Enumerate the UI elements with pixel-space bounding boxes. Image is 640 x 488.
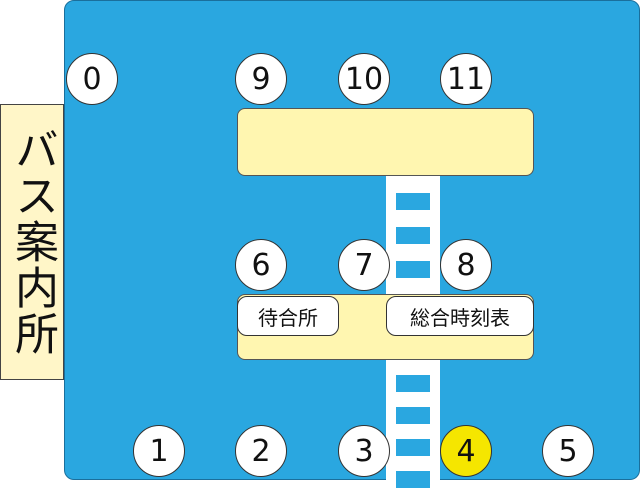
- timetable-label: 総合時刻表: [386, 296, 534, 336]
- crosswalk-stripe: [396, 193, 430, 210]
- bus-stop-4[interactable]: 4: [440, 425, 492, 477]
- bus-stop-2[interactable]: 2: [235, 425, 287, 477]
- bus-stop-10[interactable]: 10: [338, 53, 390, 105]
- bus-stop-8[interactable]: 8: [440, 239, 492, 291]
- bus-information-label: バス案内所: [7, 127, 58, 357]
- crosswalk-stripe: [396, 375, 430, 392]
- bus-stop-0[interactable]: 0: [66, 53, 118, 105]
- bus-stop-9[interactable]: 9: [235, 53, 287, 105]
- bus-stop-5[interactable]: 5: [542, 425, 594, 477]
- bus-information-sign: バス案内所: [0, 104, 64, 380]
- crosswalk-stripe: [396, 439, 430, 456]
- bus-stop-7[interactable]: 7: [338, 239, 390, 291]
- bus-stop-6[interactable]: 6: [235, 239, 287, 291]
- crosswalk-stripe: [396, 227, 430, 244]
- waiting-room-label: 待合所: [237, 296, 339, 336]
- bus-stop-11[interactable]: 11: [440, 53, 492, 105]
- crosswalk-upper: [386, 176, 440, 294]
- crosswalk-lower: [386, 360, 440, 488]
- bus-stop-1[interactable]: 1: [133, 425, 185, 477]
- bus-stop-3[interactable]: 3: [338, 425, 390, 477]
- crosswalk-stripe: [396, 261, 430, 278]
- platform-upper: [237, 108, 534, 176]
- crosswalk-stripe: [396, 407, 430, 424]
